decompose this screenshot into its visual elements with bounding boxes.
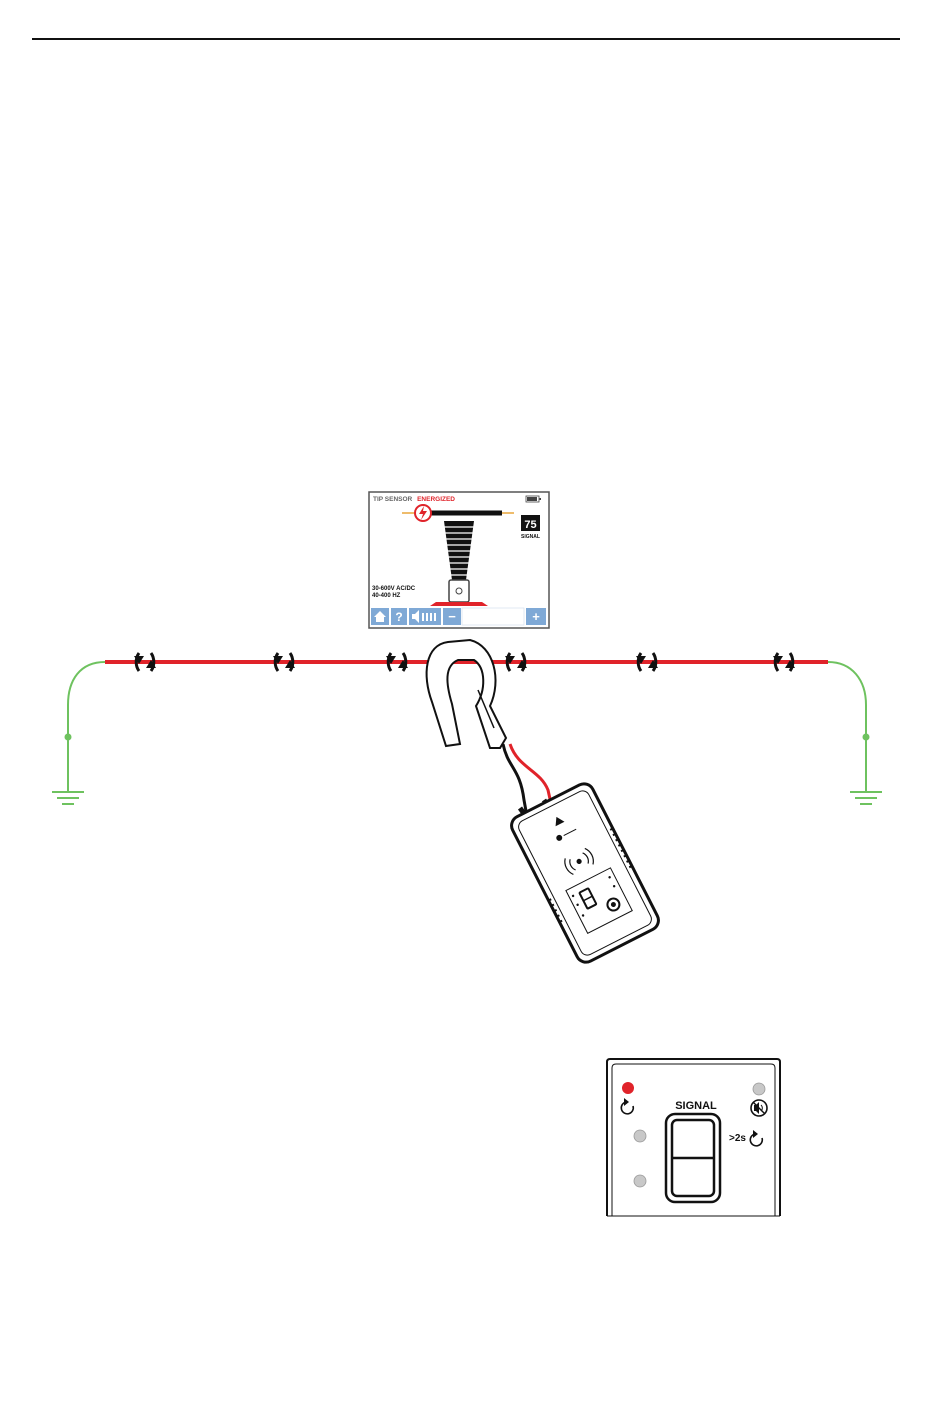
- panel-signal-label: SIGNAL: [675, 1100, 717, 1112]
- control-panel: SIGNAL >2s: [607, 1059, 780, 1216]
- help-button[interactable]: ?: [391, 608, 407, 625]
- signal-label: SIGNAL: [521, 534, 540, 540]
- volume-button[interactable]: [409, 608, 441, 625]
- screen-title-status: ENERGIZED: [417, 496, 455, 503]
- minus-button-label: −: [448, 609, 456, 624]
- range-frequency: 40-400 HZ: [372, 593, 401, 599]
- screen-title-prefix: TIP SENSOR: [373, 496, 413, 503]
- ground-symbol-right: [850, 737, 882, 804]
- signal-clamp: [427, 640, 506, 748]
- ground-wire-left: [52, 662, 105, 804]
- plus-button[interactable]: +: [526, 608, 546, 625]
- instrument-screen: TIP SENSOR ENERGIZED: [369, 492, 549, 628]
- cycle-icon: [621, 1098, 633, 1114]
- ground-wire-right: [828, 662, 882, 804]
- plus-button-label: +: [532, 609, 540, 624]
- transmitter-unit: [508, 780, 662, 965]
- indicator-led: [634, 1175, 646, 1187]
- hazard-voltage-icon: [415, 505, 431, 521]
- home-button[interactable]: [371, 608, 389, 625]
- range-voltage: 30-600V AC/DC: [372, 586, 416, 592]
- signal-button[interactable]: [666, 1114, 720, 1202]
- long-press-cycle-icon: [750, 1130, 762, 1146]
- minus-button[interactable]: −: [443, 608, 461, 625]
- help-button-label: ?: [395, 610, 402, 624]
- indicator-led: [634, 1130, 646, 1142]
- long-press-label: >2s: [729, 1133, 746, 1144]
- ground-symbol-left: [52, 737, 84, 804]
- indicator-led: [753, 1083, 765, 1095]
- signal-value: 75: [524, 519, 536, 531]
- screen-toolbar: ? − +: [370, 607, 548, 627]
- indicator-led-active: [622, 1082, 634, 1094]
- mute-icon: [751, 1100, 767, 1116]
